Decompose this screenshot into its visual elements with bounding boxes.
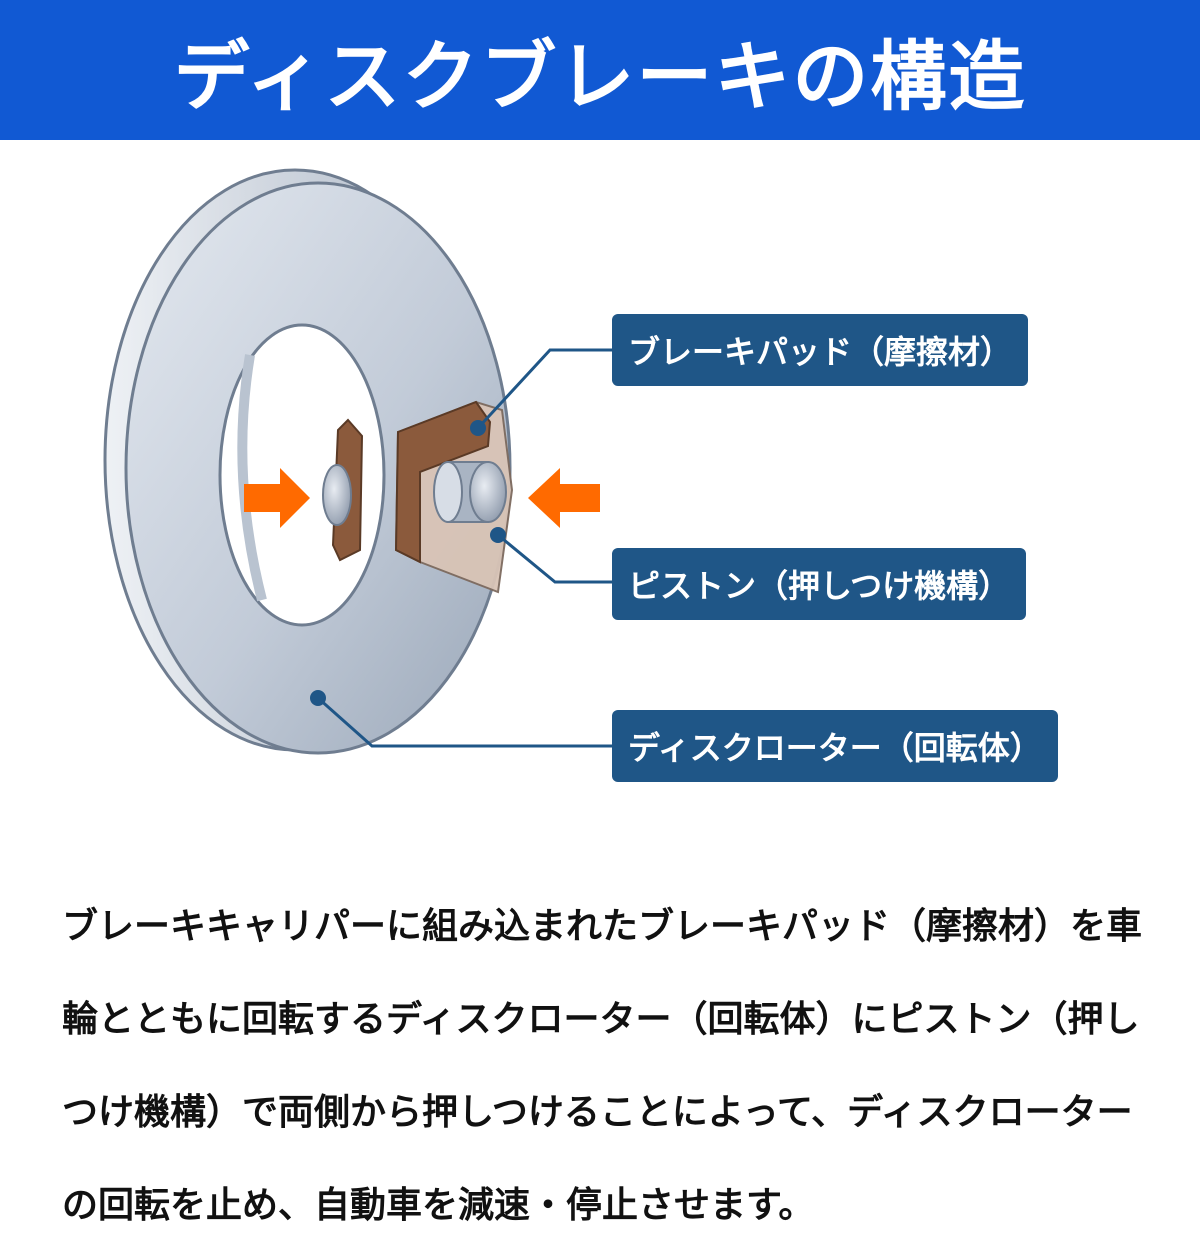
piston-marker (490, 527, 506, 543)
page-title: ディスクブレーキの構造 (173, 32, 1027, 121)
arrow-left-icon (528, 468, 600, 528)
arrow-right-icon (244, 468, 310, 528)
piston (433, 461, 507, 523)
disc-rotor-label: ディスクローター（回転体） (612, 710, 1058, 782)
piston-label: ピストン（押しつけ機構） (612, 548, 1027, 620)
brake-pad-leader-line (476, 348, 612, 430)
inner-piston (322, 464, 352, 526)
piston-leader-line (497, 533, 612, 584)
brake-pad-marker (470, 420, 486, 436)
disc-rotor-marker (310, 690, 326, 706)
disc-brake-diagram: ブレーキパッド（摩擦材） ピストン（押しつけ機構） ディスクローター（回転体） (0, 140, 1200, 860)
brake-pad-label: ブレーキパッド（摩擦材） (612, 314, 1029, 386)
title-banner: ディスクブレーキの構造 (0, 0, 1200, 140)
diagram-illustration (103, 168, 612, 755)
disc-rotor-leader-line (317, 696, 612, 748)
description-text: ブレーキキャリパーに組み込まれたブレーキパッド（摩擦材）を車輪とともに回転するデ… (62, 906, 1143, 1226)
